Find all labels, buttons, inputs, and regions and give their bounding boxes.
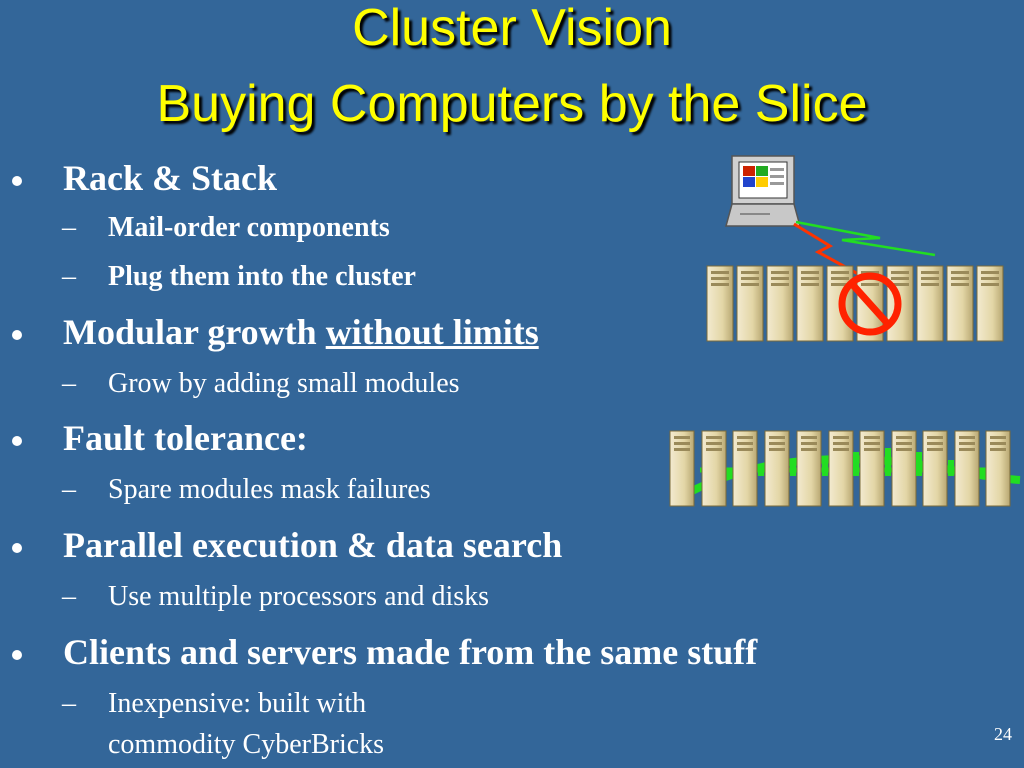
bullet-text-plain: Modular growth [63,312,326,352]
bullet-text: Parallel execution & data search [63,525,563,565]
lightning-link-icon [793,222,861,277]
dash: – [62,261,76,292]
interconnect-icon [688,455,1021,496]
page-number: 24 [994,724,1012,744]
desktop-computer-icon [725,155,801,227]
bullet-dot [12,330,22,340]
sub-text: Mail-order components [108,212,390,243]
bullet-text: Fault tolerance: [63,418,308,458]
server-row-bottom [669,430,1011,507]
dash: – [62,581,76,612]
bullet-text: Rack & Stack [63,158,277,198]
bullet-dot [12,650,22,660]
dash: – [62,368,76,399]
title-line-2: Buying Computers by the Slice [156,75,868,133]
sub-text: Inexpensive: built with [108,688,367,719]
bullet-text: Clients and servers made from the same s… [63,632,758,672]
bullet-dot [12,176,22,186]
sub-text: Plug them into the cluster [108,261,416,292]
no-sign-icon [838,272,902,336]
slide-title: Cluster Vision Buying Computers by the S… [0,0,1024,134]
sub-text: commodity CyberBricks [108,729,385,760]
bullet-dot [12,436,22,446]
dash: – [62,474,76,505]
dash: – [62,688,76,719]
sub-text: Use multiple processors and disks [108,581,490,612]
dash: – [62,212,76,243]
sub-text: Spare modules mask failures [108,474,431,505]
interconnect-highlights [758,448,954,476]
bullet-dot [12,543,22,553]
bullet-text-underlined: without limits [325,312,539,352]
sub-text: Grow by adding small modules [108,368,460,399]
lightning-link-icon [795,220,936,257]
title-line-1: Cluster Vision [352,0,672,57]
bullet-text: Modular growth without limits [63,312,539,352]
server-row-top [706,265,1004,342]
